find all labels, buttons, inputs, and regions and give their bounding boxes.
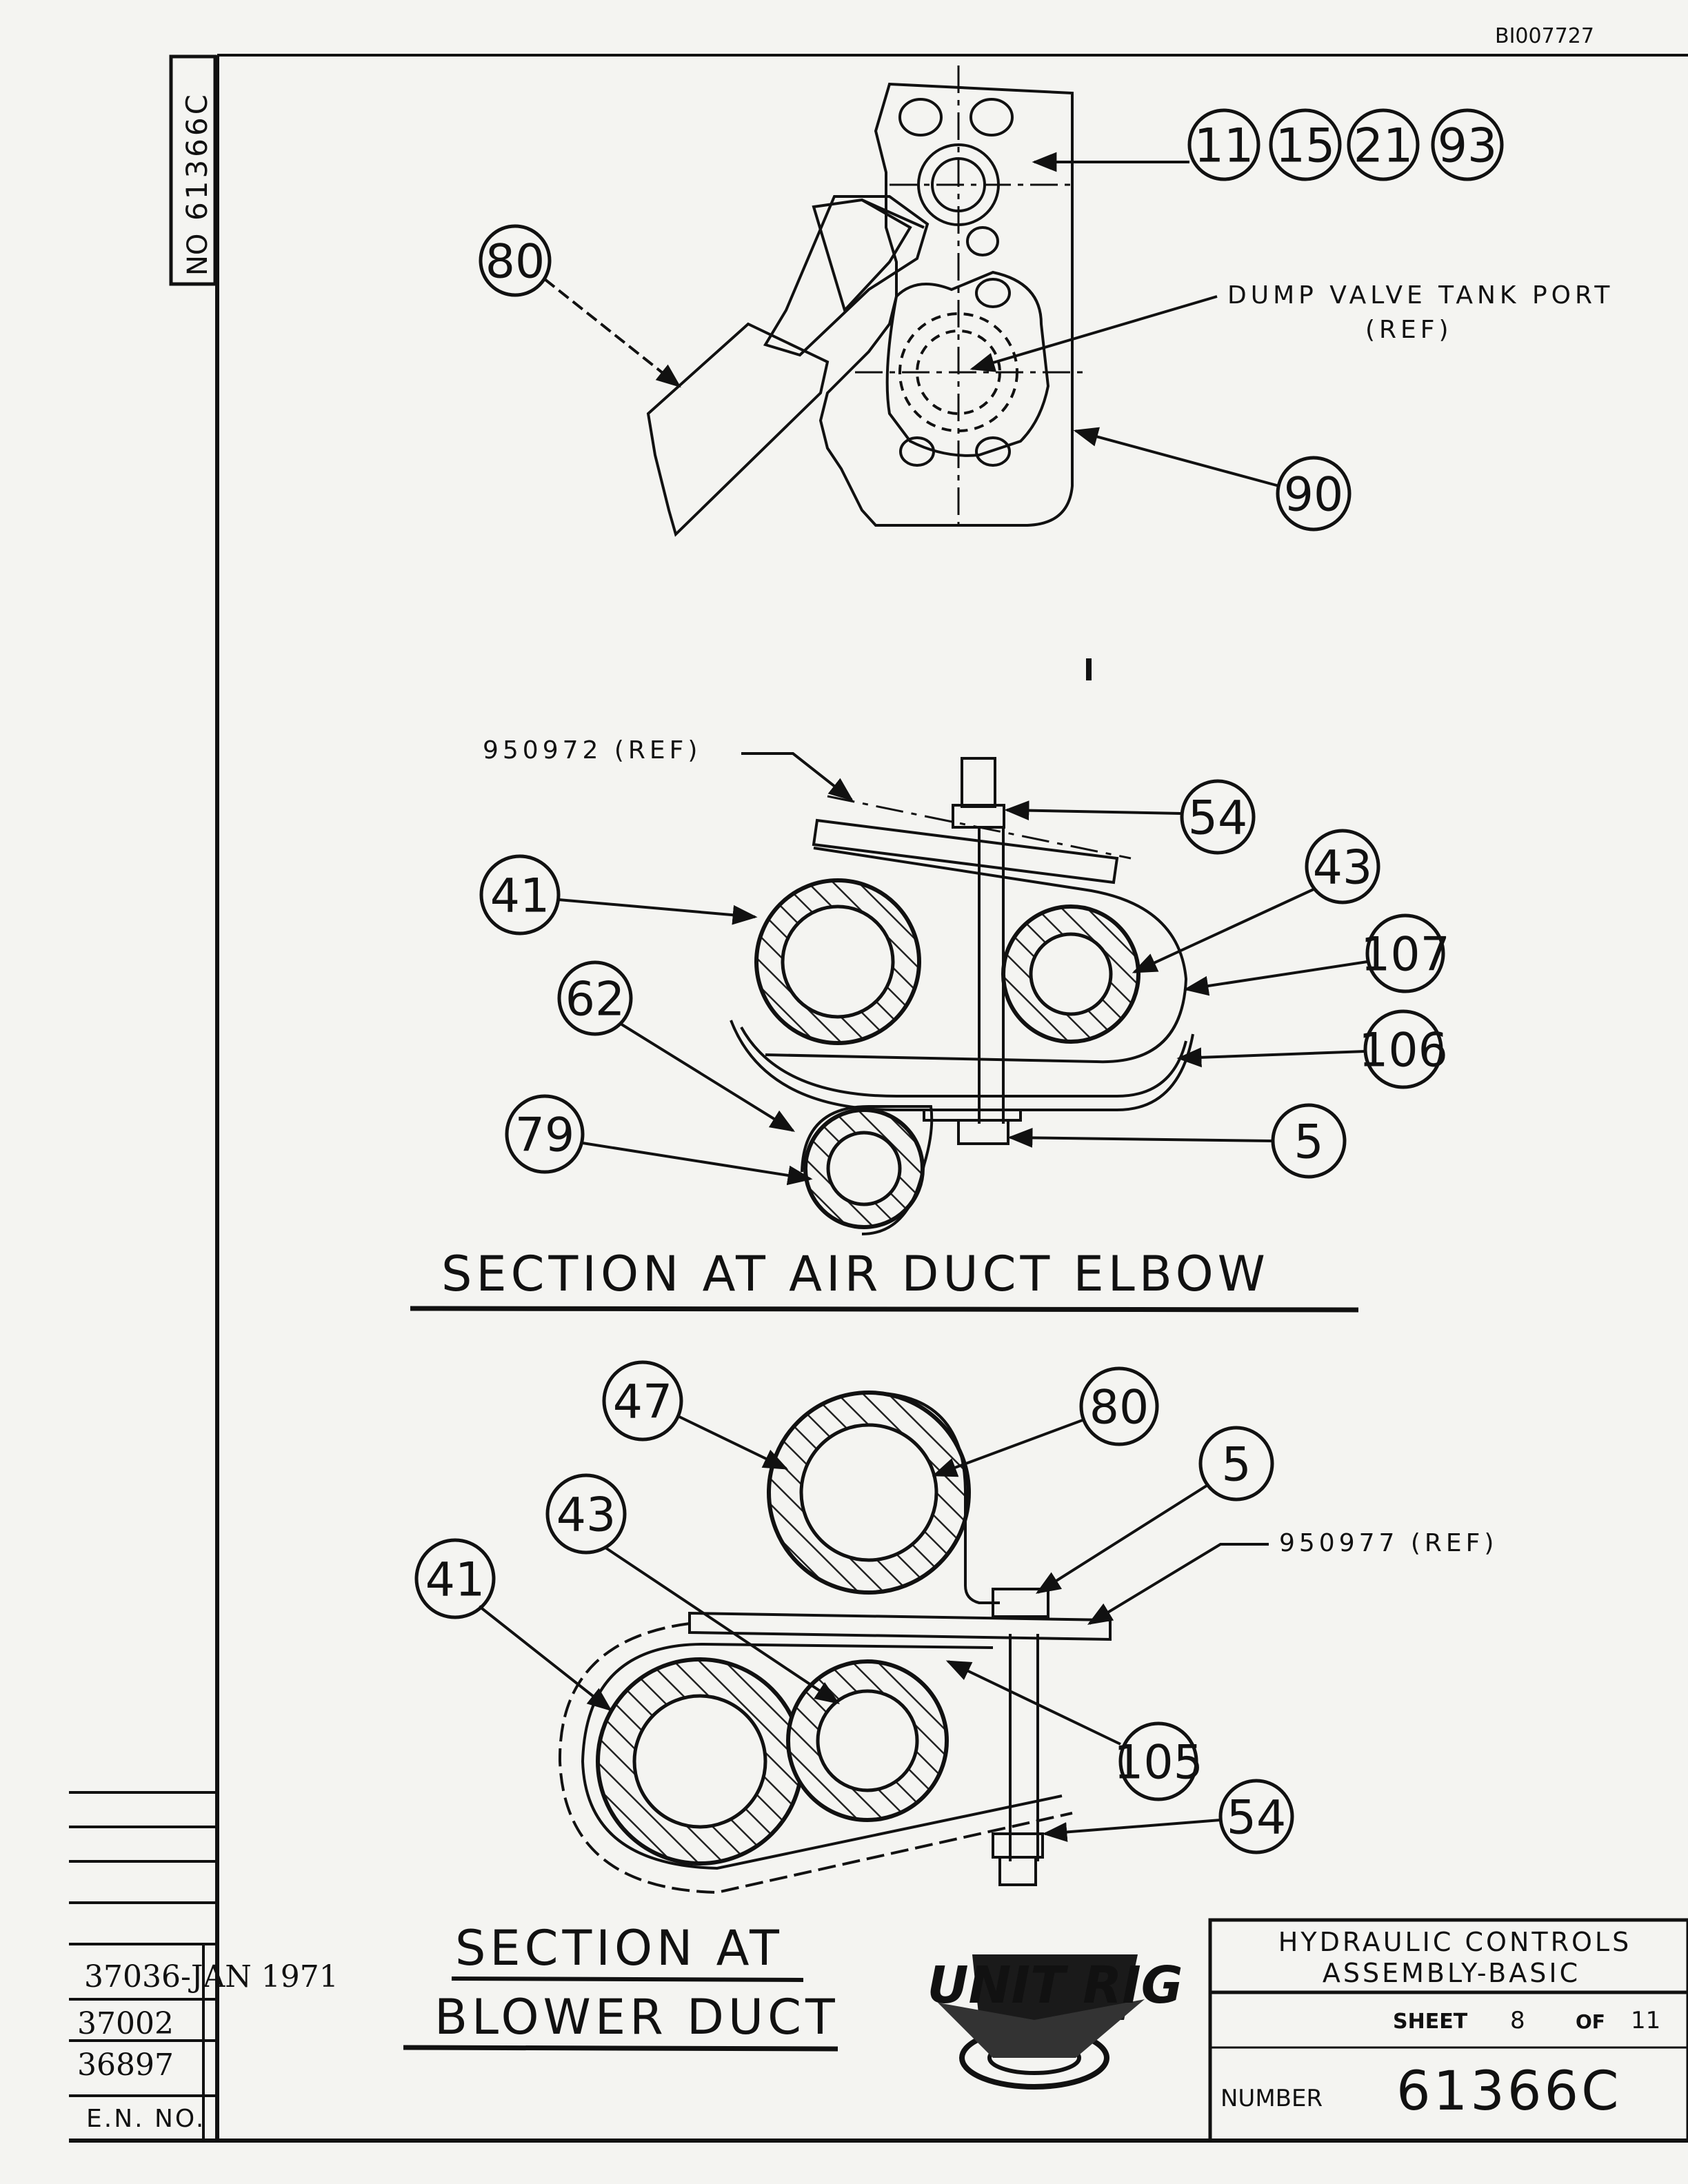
callout-5-s1: 5 [1271, 1103, 1347, 1179]
side-stamp-prefix: NO [182, 234, 214, 276]
section-blower-duct [558, 1391, 1112, 1894]
title-block: HYDRAULIC CONTROLS ASSEMBLY-BASIC SHEET … [1208, 1918, 1688, 2143]
callout-47: 47 [602, 1360, 683, 1442]
svg-text:80: 80 [1089, 1381, 1149, 1435]
svg-text:79: 79 [515, 1109, 575, 1163]
section-title-air-duct: SECTION AT AIR DUCT ELBOW [441, 1246, 1269, 1302]
callout-54-s2: 54 [1218, 1779, 1294, 1854]
logo-text: UNIT RIG [927, 1956, 1183, 2015]
svg-text:47: 47 [613, 1375, 673, 1430]
callout-107: 107 [1360, 913, 1450, 993]
number-label: NUMBER [1220, 2085, 1323, 2112]
bolt-hole [969, 98, 1014, 136]
drawing-title-2: ASSEMBLY-BASIC [1323, 1958, 1580, 1988]
ref-950977: 950977 (REF) [1279, 1529, 1498, 1557]
side-stamp-number: 61366C [180, 92, 214, 221]
svg-text:43: 43 [1313, 841, 1373, 896]
svg-text:5: 5 [1221, 1438, 1251, 1493]
side-stamp: NO 61366C [169, 54, 217, 286]
svg-text:90: 90 [1284, 468, 1344, 523]
svg-text:43: 43 [556, 1488, 616, 1543]
callout-90: 90 [1276, 456, 1352, 532]
callout-43-s1: 43 [1305, 829, 1380, 904]
svg-text:105: 105 [1114, 1736, 1203, 1790]
sheet-number: 8 [1510, 2007, 1525, 2034]
unit-rig-logo: UNIT RIG [927, 1954, 1183, 2090]
callout-41-s1: 41 [479, 854, 561, 936]
section-air-duct-elbow [730, 757, 1194, 1235]
callout-62: 62 [557, 960, 633, 1036]
svg-text:62: 62 [565, 973, 625, 1027]
sheet-label: SHEET [1393, 2010, 1468, 2034]
top-view-valve [646, 65, 1089, 537]
revision-label: E.N. NO. [86, 2105, 205, 2133]
revision-row: 37002 [77, 2006, 174, 2041]
callout-21: 21 [1354, 119, 1414, 174]
callout-79: 79 [505, 1094, 585, 1174]
callout-105: 105 [1114, 1721, 1203, 1801]
section-title-blower-2: BLOWER DUCT [434, 1989, 839, 2045]
svg-text:54: 54 [1188, 791, 1248, 846]
revision-row: 36897 [77, 2048, 174, 2083]
svg-text:107: 107 [1360, 928, 1450, 982]
revision-row: 37036-JAN 1971 [84, 1959, 339, 1994]
drawing-title-1: HYDRAULIC CONTROLS [1278, 1927, 1631, 1957]
callout-106: 106 [1358, 1009, 1448, 1089]
section-title-underline [410, 1306, 1359, 1313]
bolt-hole [898, 98, 943, 136]
drawing-number: 61366C [1396, 2061, 1622, 2123]
revision-block: 37036-JAN 1971 37002 36897 E.N. NO. [69, 1791, 339, 2141]
callout-54-s1: 54 [1180, 779, 1256, 855]
callout-5-s2: 5 [1198, 1426, 1274, 1502]
callout-93: 93 [1438, 119, 1498, 174]
svg-text:5: 5 [1294, 1115, 1323, 1170]
callout-11: 11 [1194, 119, 1254, 174]
svg-text:54: 54 [1227, 1791, 1287, 1846]
svg-text:80: 80 [485, 235, 545, 290]
svg-text:41: 41 [490, 869, 550, 924]
dump-valve-ref: (REF) [1365, 316, 1453, 344]
top-callout-group: 11 15 21 93 [1187, 108, 1504, 181]
callout-80-top: 80 [479, 224, 552, 297]
callout-80-s2: 80 [1079, 1366, 1159, 1446]
sheet-total: 11 [1631, 2007, 1660, 2034]
svg-text:41: 41 [425, 1553, 485, 1608]
callout-41-s2: 41 [414, 1538, 496, 1619]
svg-text:106: 106 [1358, 1024, 1448, 1078]
document-id: BI007727 [1495, 24, 1594, 48]
callout-43-s2: 43 [545, 1473, 627, 1555]
callout-15: 15 [1276, 119, 1336, 174]
section-title-blower-1: SECTION AT [455, 1920, 783, 1976]
dump-valve-note: DUMP VALVE TANK PORT [1227, 281, 1614, 310]
of-label: OF [1576, 2010, 1605, 2033]
ref-950972: 950972 (REF) [483, 736, 701, 765]
